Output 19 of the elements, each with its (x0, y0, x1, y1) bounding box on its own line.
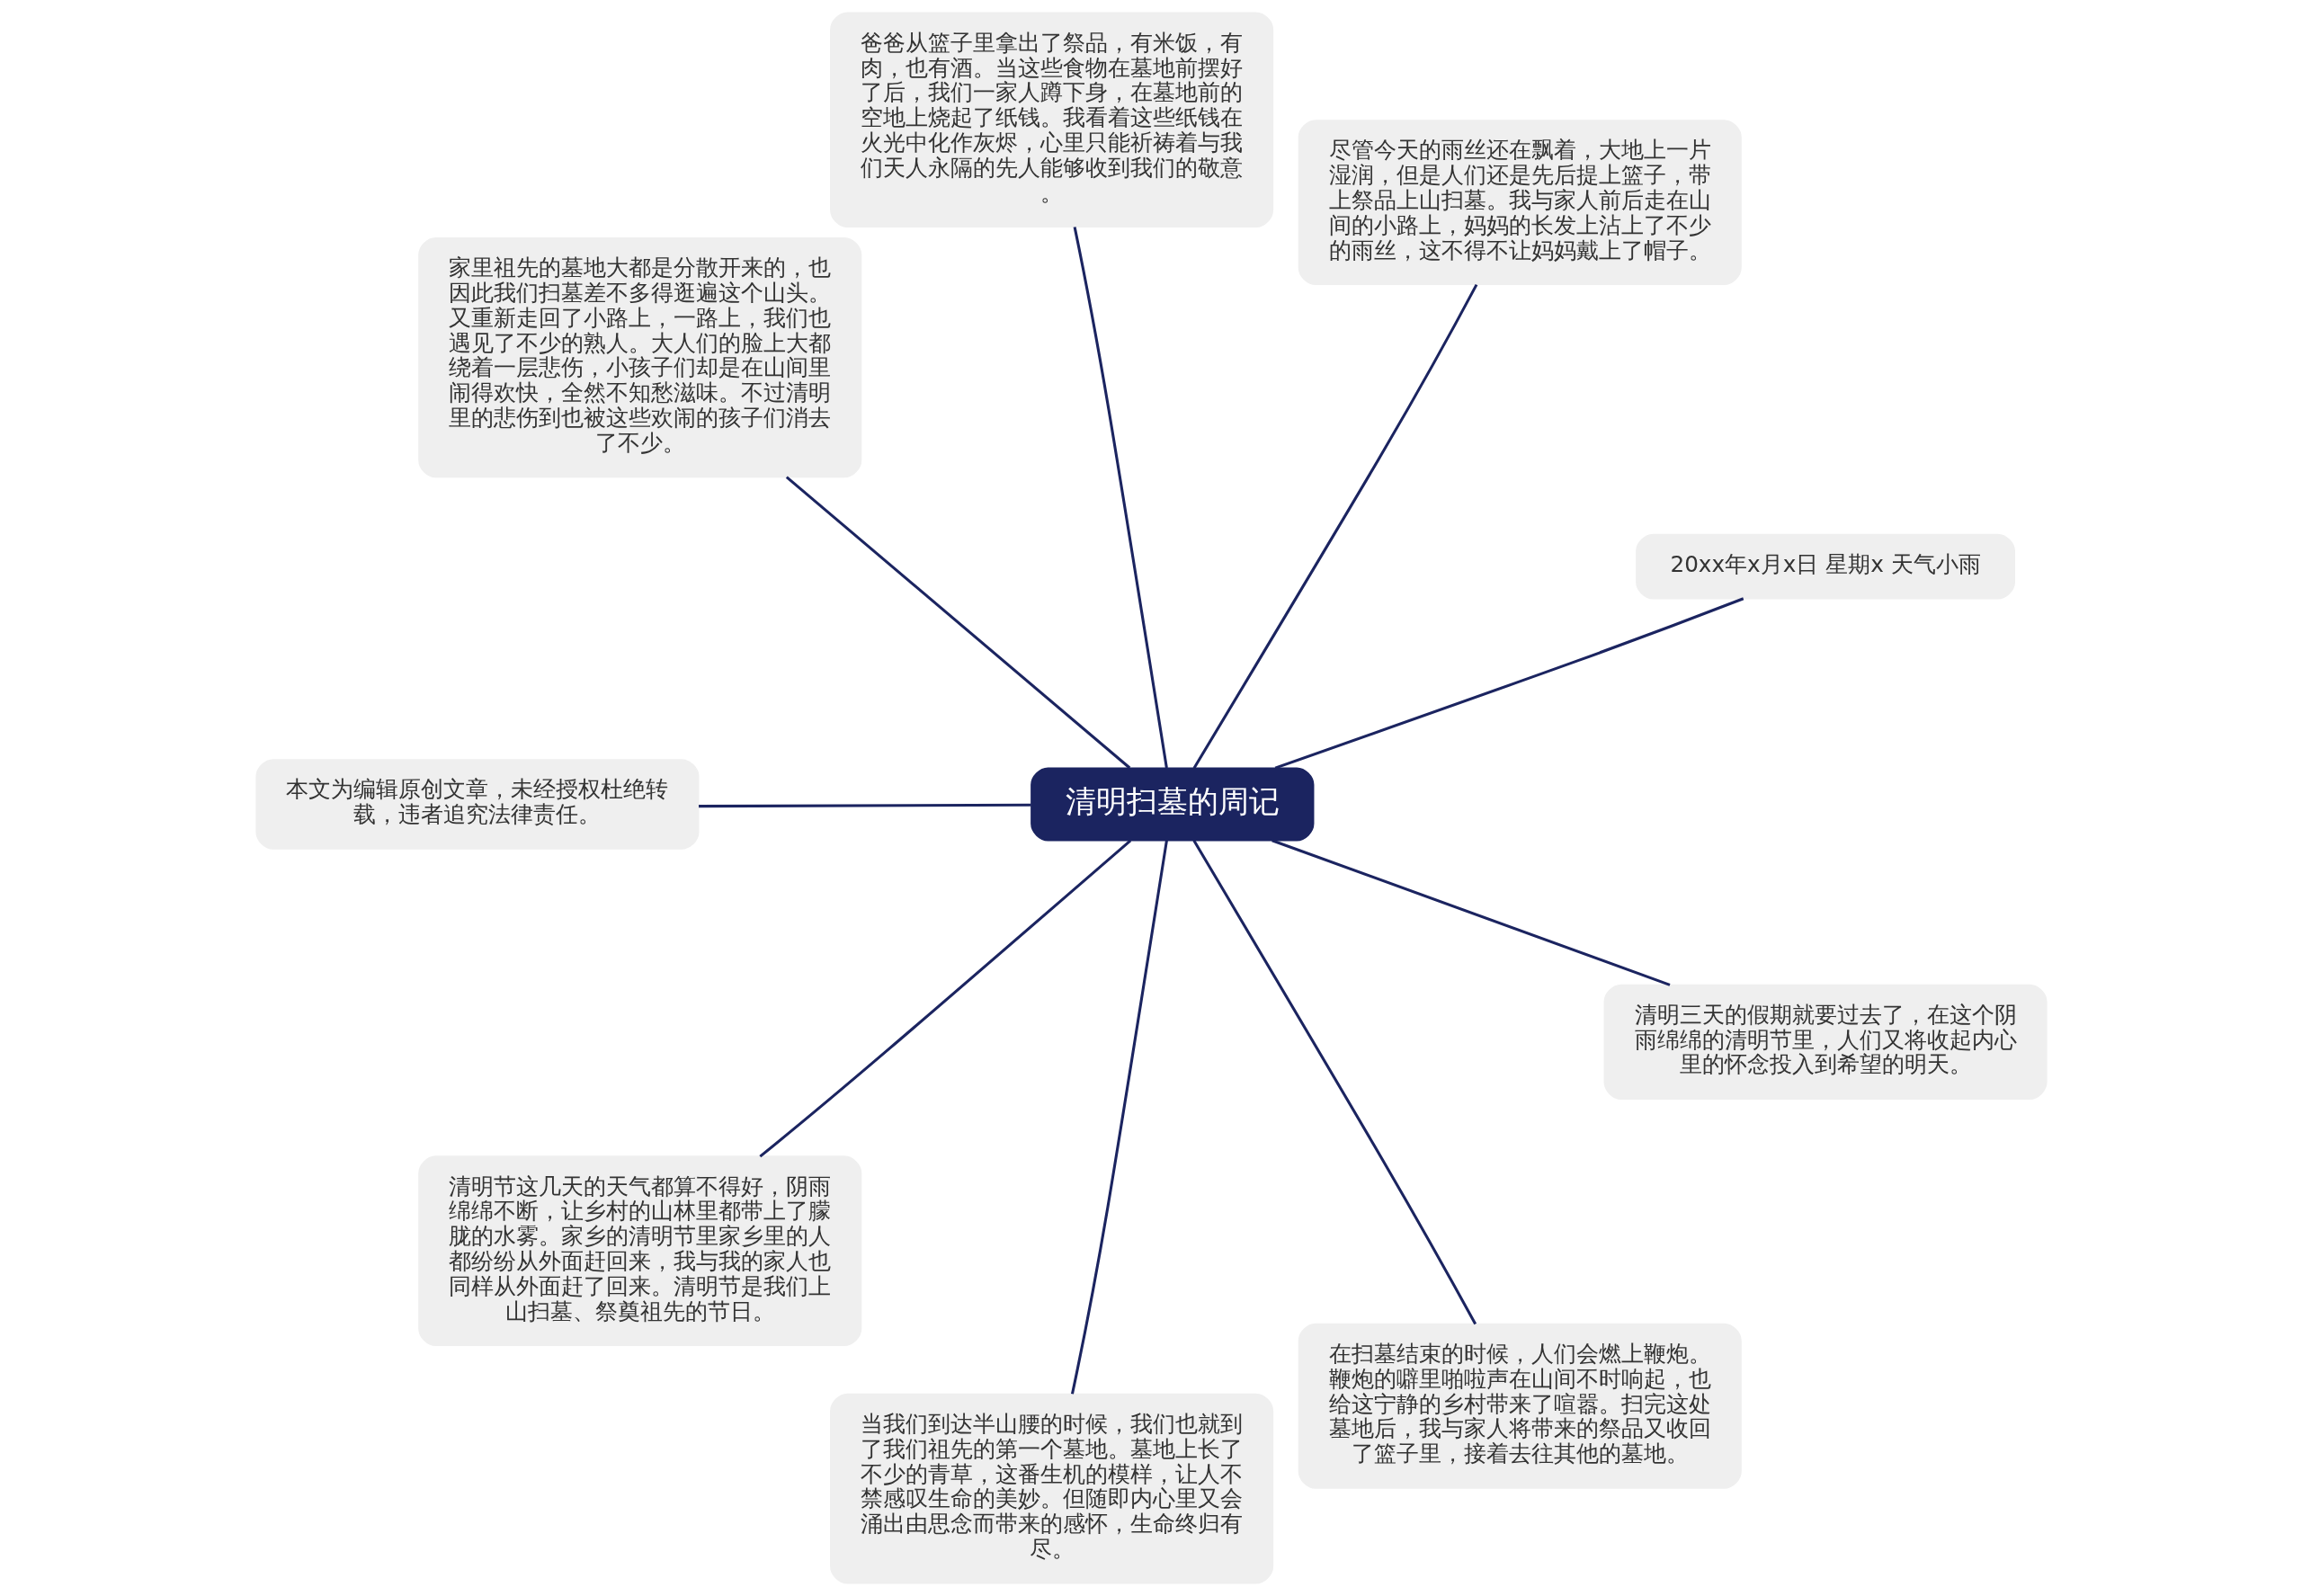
node-box: 在扫墓结束的时候，人们会燃上鞭炮。鞭炮的噼里啪啦声在山间不时响起，也给这宁静的乡村带来了喧嚣。扫完这处墓地后，我与家人将带来的祭品又收回了篮子里，接着去往其他的墓地。 (1298, 1323, 1742, 1489)
node-box: 尽管今天的雨丝还在飘着，大地上一片湿润，但是人们还是先后提上篮子，带上祭品上山扫墓。我与家人前后走在山间的小路上，妈妈的长发上沾上了不少的雨丝，这不得不让妈妈戴上了帽子。 (1298, 120, 1742, 286)
node-box: 清明扫墓的周记 (1030, 767, 1314, 842)
connector (1070, 840, 1168, 1395)
node-box: 爸爸从篮子里拿出了祭品，有米饭，有肉，也有酒。当这些食物在墓地前摆好了后，我们一家人蹲下身，在墓地前的空地上烧起了纸钱。我看着这些纸钱在火光中化作灰烬，心里只能祈祷着与我们天人永隔的先人能够收到我们的敬意。 (829, 12, 1273, 228)
node-box: 20xx年x月x日 星期x 天气小雨 (1635, 533, 2015, 600)
node-box: 家里祖先的墓地大都是分散开来的，也因此我们扫墓差不多得逛遍这个山头。又重新走回了小路上，一路上，我们也遇见了不少的熟人。大人们的脸上大都绕着一层悲伤，小孩子们却是在山间里闹得欢快，全然不知愁滋味。不过清明里的悲伤到也被这些欢闹的孩子们消去了不少。 (417, 236, 861, 478)
connector (1191, 840, 1477, 1325)
connector (758, 839, 1131, 1158)
node-box: 清明节这几天的天气都算不得好，阴雨绵绵不断，让乡村的山林里都带上了朦胧的水雾。家乡的清明节里家乡里的人都纷纷从外面赶回来，我与我的家人也同样从外面赶了回来。清明节是我们上山扫墓、祭奠祖先的节日。 (417, 1155, 861, 1347)
connector (1271, 839, 1670, 986)
connector (1192, 283, 1477, 770)
node-box: 本文为编辑原创文章，未经授权杜绝转载，违者追究法律责任。 (254, 759, 699, 850)
connector (698, 803, 1031, 808)
node-box: 清明三天的假期就要过去了，在这个阴雨绵绵的清明节里，人们又将收起内心里的怀念投入到希望的明天。 (1603, 984, 2048, 1100)
node-box: 当我们到达半山腰的时候，我们也就到了我们祖先的第一个墓地。墓地上长了不少的青草，这番生机的模样，让人不禁感叹生命的美妙。但随即内心里又会涌出由思念而带来的感怀，生命终归有尽。 (829, 1393, 1273, 1584)
connector (1274, 597, 1744, 770)
connector (1073, 227, 1168, 769)
connector (785, 476, 1130, 770)
